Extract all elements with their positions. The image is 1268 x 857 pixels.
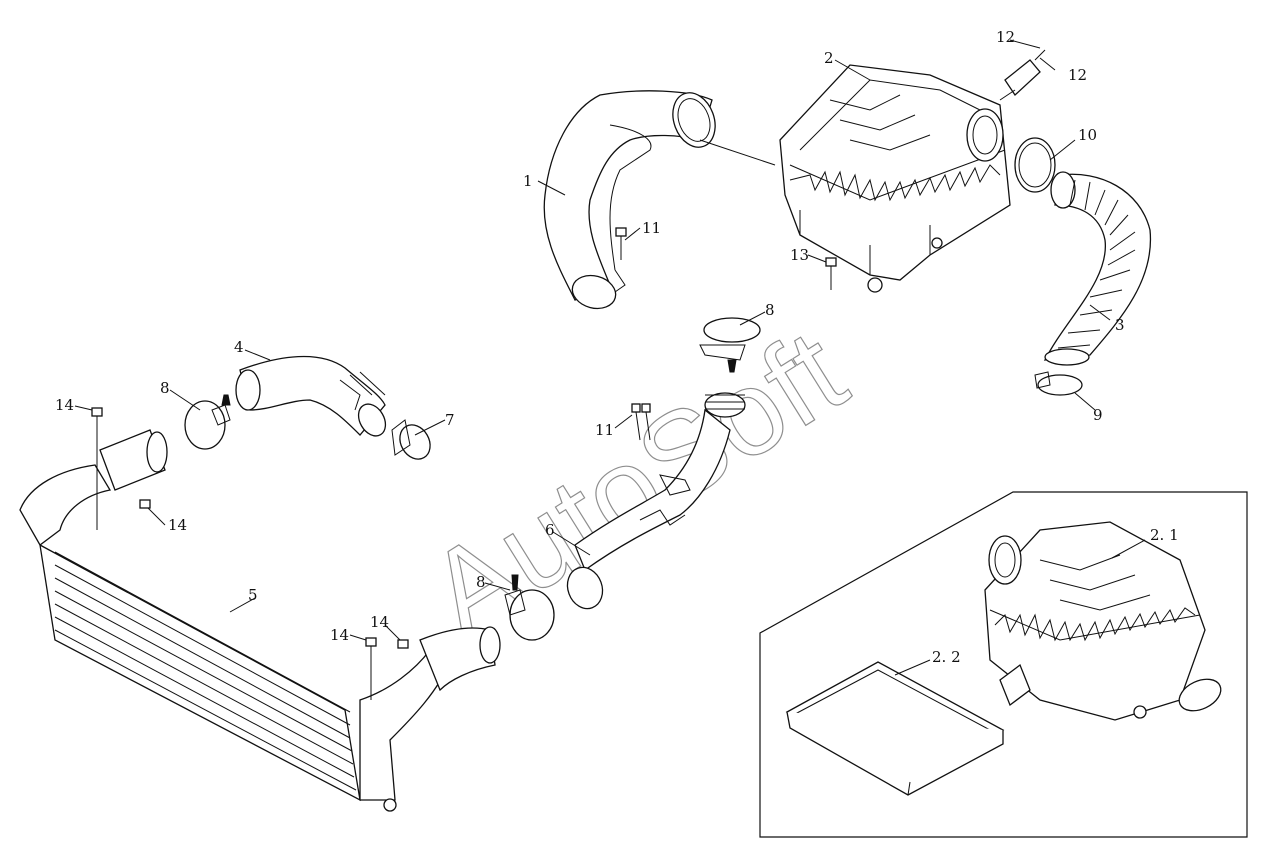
callout-3: 3: [1115, 316, 1125, 334]
callout-6: 6: [545, 521, 555, 539]
callout-2-2: 2. 2: [932, 648, 961, 666]
callout-2: 2: [824, 49, 834, 67]
part-14-bolt-c: [365, 637, 377, 700]
callout-9: 9: [1093, 406, 1103, 424]
watermark-text: AutoSoft: [406, 304, 867, 662]
part-11-bolt-upper: [615, 227, 627, 260]
part-11-bolt-lower: [631, 403, 651, 441]
callout-8-upper: 8: [765, 301, 775, 319]
callout-7: 7: [445, 411, 455, 429]
callout-8-left: 8: [160, 379, 170, 397]
part-8-clamp-lower: [504, 574, 555, 641]
part-6-hose: [566, 392, 746, 610]
part-2-1-air-cleaner-assembly: [984, 521, 1222, 721]
callout-14-b: 14: [168, 516, 187, 534]
part-10-ring: [1014, 137, 1056, 193]
part-4-hose: [235, 355, 387, 437]
callout-2-1: 2. 1: [1150, 526, 1179, 544]
callout-5: 5: [248, 586, 258, 604]
callout-8-lower: 8: [476, 573, 486, 591]
inset-detail-box: 2. 1 2. 2: [759, 491, 1248, 838]
callout-10: 10: [1078, 126, 1097, 144]
part-9-clamp: [1034, 371, 1083, 396]
part-8-clamp-upper: [699, 317, 761, 373]
callout-14-d: 14: [370, 613, 389, 631]
callout-4: 4: [234, 338, 244, 356]
callout-11-upper: 11: [642, 219, 661, 237]
part-14-bolt-b: [139, 499, 151, 509]
pipe-connector-left: [99, 429, 168, 491]
callout-14-a: 14: [55, 396, 74, 414]
pipe-connector-lower: [419, 626, 501, 692]
part-2-2-filter-element: [785, 661, 1005, 796]
part-14-bolt-d: [397, 639, 409, 649]
part-14-bolt-a: [91, 407, 103, 530]
callout-12-upper: 12: [996, 28, 1015, 46]
leader-lines: [74, 39, 1111, 641]
part-7-clamp: [391, 419, 431, 460]
part-13-bolt: [825, 257, 837, 290]
callout-12-lower: 12: [1068, 66, 1087, 84]
part-3-corrugated-hose: [1043, 171, 1152, 366]
part-12-sensor: [999, 49, 1046, 101]
watermark: AutoSoft: [405, 303, 868, 662]
part-8-clamp-left: [184, 394, 231, 450]
callout-14-c: 14: [330, 626, 349, 644]
callout-1: 1: [523, 172, 533, 190]
part-5-intercooler: [19, 464, 451, 812]
part-1-intake-duct: [543, 90, 716, 310]
callout-11-lower: 11: [595, 421, 614, 439]
callout-labels: 1 2 3 4 5 6 7 8 8 8 9 10 11 11 12 12 13 …: [55, 28, 1125, 644]
part-2-air-cleaner: [779, 64, 1011, 293]
callout-13: 13: [790, 246, 809, 264]
